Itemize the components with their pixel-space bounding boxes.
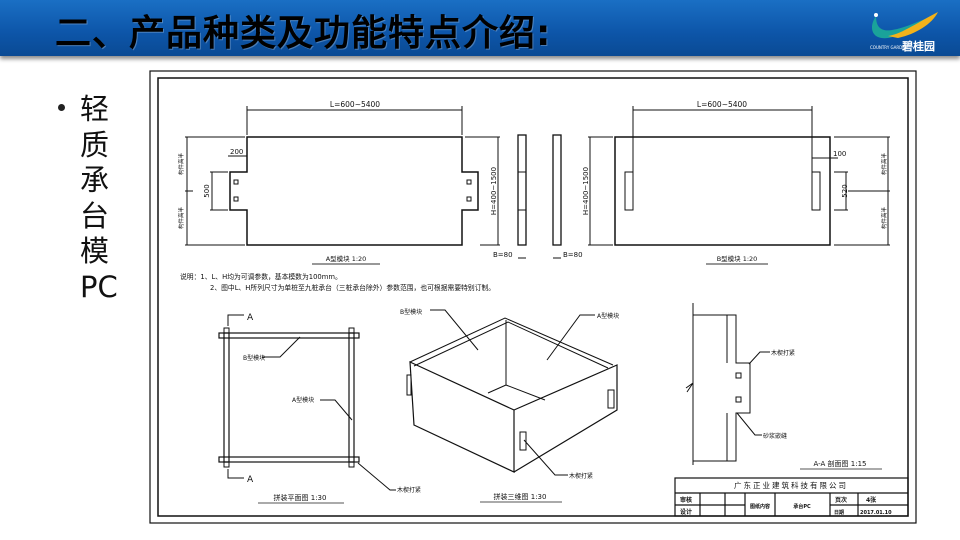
page-label: 页次 (835, 496, 847, 504)
a-dim-200: 200 (230, 148, 243, 156)
section-mark-top: A (247, 313, 254, 323)
bullet-icon (58, 104, 65, 111)
content-value: 承台PC (792, 503, 811, 510)
review-label: 审核 (680, 496, 692, 504)
section-label-wedge: 木楔打紧 (771, 349, 795, 357)
design-label: 设计 (680, 508, 692, 516)
a-side-label-bottom: 构件高半 (177, 207, 185, 230)
drawing-inner-frame (157, 77, 909, 517)
title-block (674, 477, 909, 517)
date-label: 日期 (834, 509, 844, 516)
b-dim-520: 520 (841, 184, 849, 197)
page-value: 4张 (866, 496, 877, 504)
notes-line-2: 2、图中L、H所列尺寸为单桩至九桩承台（三桩承台除外）参数范围，也可根据需要特别… (210, 283, 495, 292)
a-side-thickness: B=80 (563, 251, 583, 259)
country-garden-logo: COUNTRY GARDEN 碧桂园 (870, 12, 938, 52)
b-side-label-top: 构件高半 (880, 153, 888, 176)
assembly-plan-view (218, 314, 396, 504)
notes-line-1: 说明：1、L、H均为可调参数，基本模数为100mm。 (180, 272, 342, 281)
slide-header: 二、产品种类及功能特点介绍: COUNTRY GARDEN 碧桂园 (0, 0, 960, 56)
a-side-label-top: 构件高半 (177, 153, 185, 176)
a-thickness: B=80 (493, 251, 513, 259)
slide-title: 二、产品种类及功能特点介绍: (55, 13, 552, 54)
company-name: 广东正业建筑科技有限公司 (734, 480, 848, 490)
iso-label-wedge: 木楔打紧 (569, 472, 593, 480)
assembly-3d-view (406, 309, 618, 503)
b-module-caption: B型模块 1:20 (717, 254, 758, 263)
b-dim-100: 100 (833, 150, 846, 158)
iso-label-b: B型模块 (400, 308, 422, 316)
b-length-dim: L=600~5400 (697, 100, 747, 109)
b-height-dim: H=400~1500 (582, 167, 590, 215)
a-height-dim: H=400~1500 (490, 167, 498, 215)
section-mark-bottom: A (247, 475, 254, 485)
plan-label-wedge: 木楔打紧 (397, 486, 421, 494)
content-label: 图纸内容 (750, 503, 770, 510)
a-dim-500: 500 (203, 184, 211, 197)
bullet-item: 轻质承台模PC (80, 92, 118, 304)
iso-label-a: A型模块 (597, 312, 619, 320)
iso-view-caption: 拼装三维图 1:30 (494, 492, 547, 501)
a-module-caption: A型模块 1:20 (326, 254, 367, 263)
section-label-mortar: 砂浆嵌缝 (763, 432, 787, 440)
section-aa-view (685, 303, 882, 470)
section-view-caption: A-A 剖面图 1:15 (814, 459, 867, 468)
plan-label-b: B型模块 (243, 354, 265, 362)
a-length-dim: L=600~5400 (330, 100, 380, 109)
svg-text:COUNTRY GARDEN: COUNTRY GARDEN (870, 45, 908, 50)
date-value: 2017.01.10 (860, 510, 892, 516)
svg-text:碧桂园: 碧桂园 (901, 39, 935, 52)
b-side-label-bottom: 构件高半 (880, 207, 888, 230)
a-module-elevation (185, 106, 562, 265)
drawing-outer-frame (149, 70, 917, 524)
b-module-elevation (588, 106, 890, 265)
plan-label-a: A型模块 (292, 396, 314, 404)
plan-view-caption: 拼装平面图 1:30 (274, 493, 327, 502)
